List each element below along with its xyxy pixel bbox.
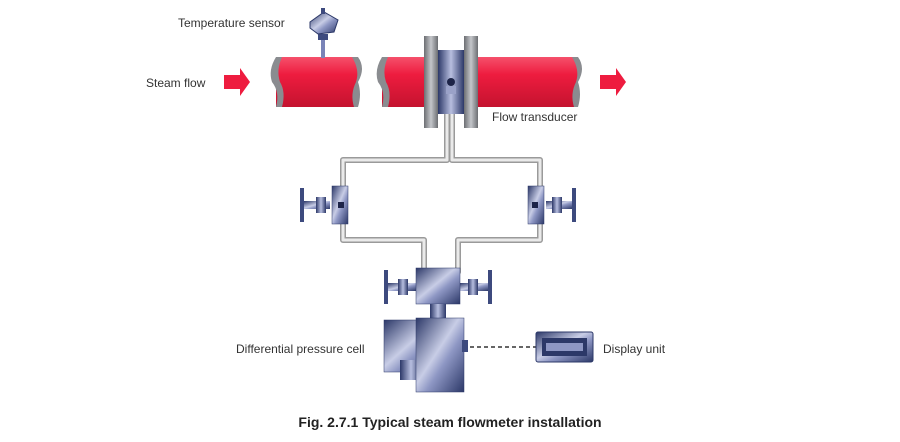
differential-pressure-cell-label: Differential pressure cell	[236, 342, 365, 356]
display-unit-icon	[535, 331, 594, 363]
differential-pressure-cell	[383, 317, 468, 393]
right-valve-icon	[527, 185, 576, 225]
temperature-sensor-label: Temperature sensor	[178, 16, 285, 30]
inlet-arrow-icon	[224, 68, 250, 96]
outlet-arrow-icon	[600, 68, 626, 96]
flow-transducer-label: Flow transducer	[492, 110, 577, 124]
outlet-pipe	[376, 57, 582, 107]
flow-transducer	[424, 36, 478, 128]
display-unit-label: Display unit	[603, 342, 666, 356]
figure-caption: Fig. 2.7.1 Typical steam flowmeter insta…	[298, 414, 601, 430]
steam-flow-label: Steam flow	[146, 76, 206, 90]
left-valve-icon	[300, 185, 349, 225]
inlet-pipe	[270, 57, 362, 107]
temperature-sensor-icon	[309, 8, 339, 58]
manifold-valve-icon	[384, 267, 492, 320]
